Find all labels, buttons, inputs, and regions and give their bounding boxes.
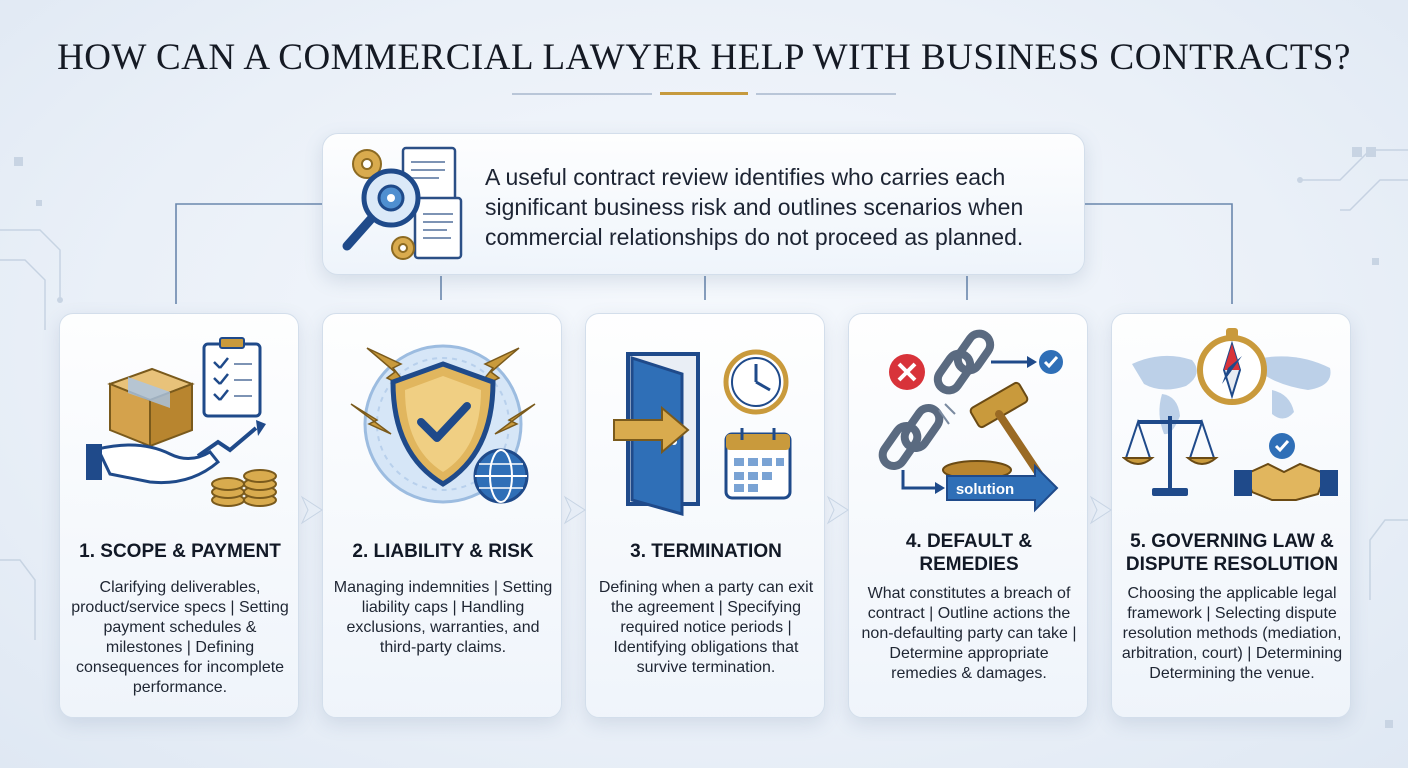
intro-box: A useful contract review identifies who …: [322, 133, 1085, 275]
card-heading: 1. SCOPE & PAYMENT: [79, 541, 281, 562]
broken-chain-gavel-icon: [878, 329, 1063, 513]
scope-payment-icon: [86, 337, 277, 507]
card-heading: 2. LIABILITY & RISK: [352, 541, 534, 562]
title-divider-left: [512, 93, 652, 95]
intro-text: A useful contract review identifies who …: [485, 164, 1024, 250]
card-body: What constitutes a breach of contract | …: [861, 585, 1077, 682]
compass-scales-icon: [1122, 328, 1338, 501]
card-body: Defining when a party can exit the agree…: [598, 579, 814, 676]
card-body: Choosing the applicable legal framework …: [1121, 585, 1343, 682]
chevron-right-icon: [563, 495, 586, 525]
exit-door-icon: [613, 349, 792, 516]
solution-badge: solution: [955, 481, 1015, 498]
title-divider-accent: [660, 92, 748, 95]
card-liability-risk: 2. LIABILITY & RISK Managing indemnities…: [322, 313, 562, 718]
chevron-right-icon: [300, 495, 323, 525]
card-body: Managing indemnities | Setting liability…: [333, 579, 553, 656]
page-title: HOW CAN A COMMERCIAL LAWYER HELP WITH BU…: [57, 37, 1351, 78]
contract-review-icon: [342, 146, 463, 260]
card-body: Clarifying deliverables, product/service…: [71, 579, 289, 696]
card-default-remedies: solution 4. DEFAULT & REMEDIES What cons…: [848, 313, 1088, 718]
card-heading: 3. TERMINATION: [630, 541, 782, 562]
chevron-right-icon: [826, 495, 849, 525]
chevron-right-icon: [1089, 495, 1112, 525]
card-heading: 5. GOVERNING LAW & DISPUTE RESOLUTION: [1125, 531, 1339, 575]
shield-icon: [350, 344, 536, 504]
card-heading: 4. DEFAULT & REMEDIES: [905, 531, 1033, 575]
title-divider-right: [756, 93, 896, 95]
card-termination: 3. TERMINATION Defining when a party can…: [585, 313, 825, 718]
card-governing-law: 5. GOVERNING LAW & DISPUTE RESOLUTION Ch…: [1111, 313, 1351, 718]
card-scope-payment: 1. SCOPE & PAYMENT Clarifying deliverabl…: [59, 313, 299, 718]
